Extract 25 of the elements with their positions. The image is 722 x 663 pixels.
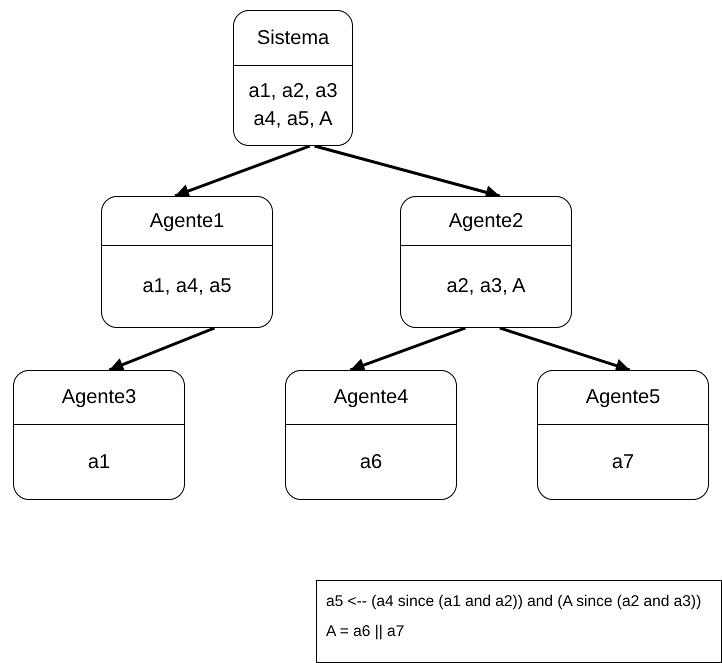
action-list: a1 bbox=[88, 448, 110, 476]
action-list: a2, a3, A bbox=[446, 272, 526, 300]
agent-name: Agente5 bbox=[586, 386, 660, 409]
agent-box bbox=[101, 196, 273, 328]
arrow bbox=[174, 144, 310, 198]
action-list: a1, a4, a5 bbox=[142, 272, 232, 300]
agent-box bbox=[537, 370, 709, 500]
action-list: a7 bbox=[612, 448, 634, 476]
agent-name: Agente2 bbox=[448, 210, 524, 232]
arrow bbox=[499, 326, 630, 372]
agent-box bbox=[285, 370, 457, 500]
agent-name: Agente3 bbox=[62, 386, 136, 409]
agent-name: Sistema bbox=[256, 26, 330, 50]
action-list: a6 bbox=[360, 448, 382, 476]
agent-name: Agente4 bbox=[334, 386, 408, 409]
formula-text: A = a6 || a7 bbox=[326, 622, 406, 642]
action-list: a1, a2, a3 a4, a5, A bbox=[243, 77, 343, 133]
note-box bbox=[316, 580, 722, 663]
agent-name: Agente1 bbox=[150, 210, 224, 232]
agent-box bbox=[233, 10, 353, 146]
formula-text: a5 <-- (a4 since (a1 and a2)) and (A since (a2 and a3)) bbox=[326, 592, 702, 612]
arrow bbox=[350, 326, 466, 372]
agent-box bbox=[400, 196, 572, 328]
arrow bbox=[108, 326, 216, 372]
agent-box bbox=[13, 370, 185, 500]
